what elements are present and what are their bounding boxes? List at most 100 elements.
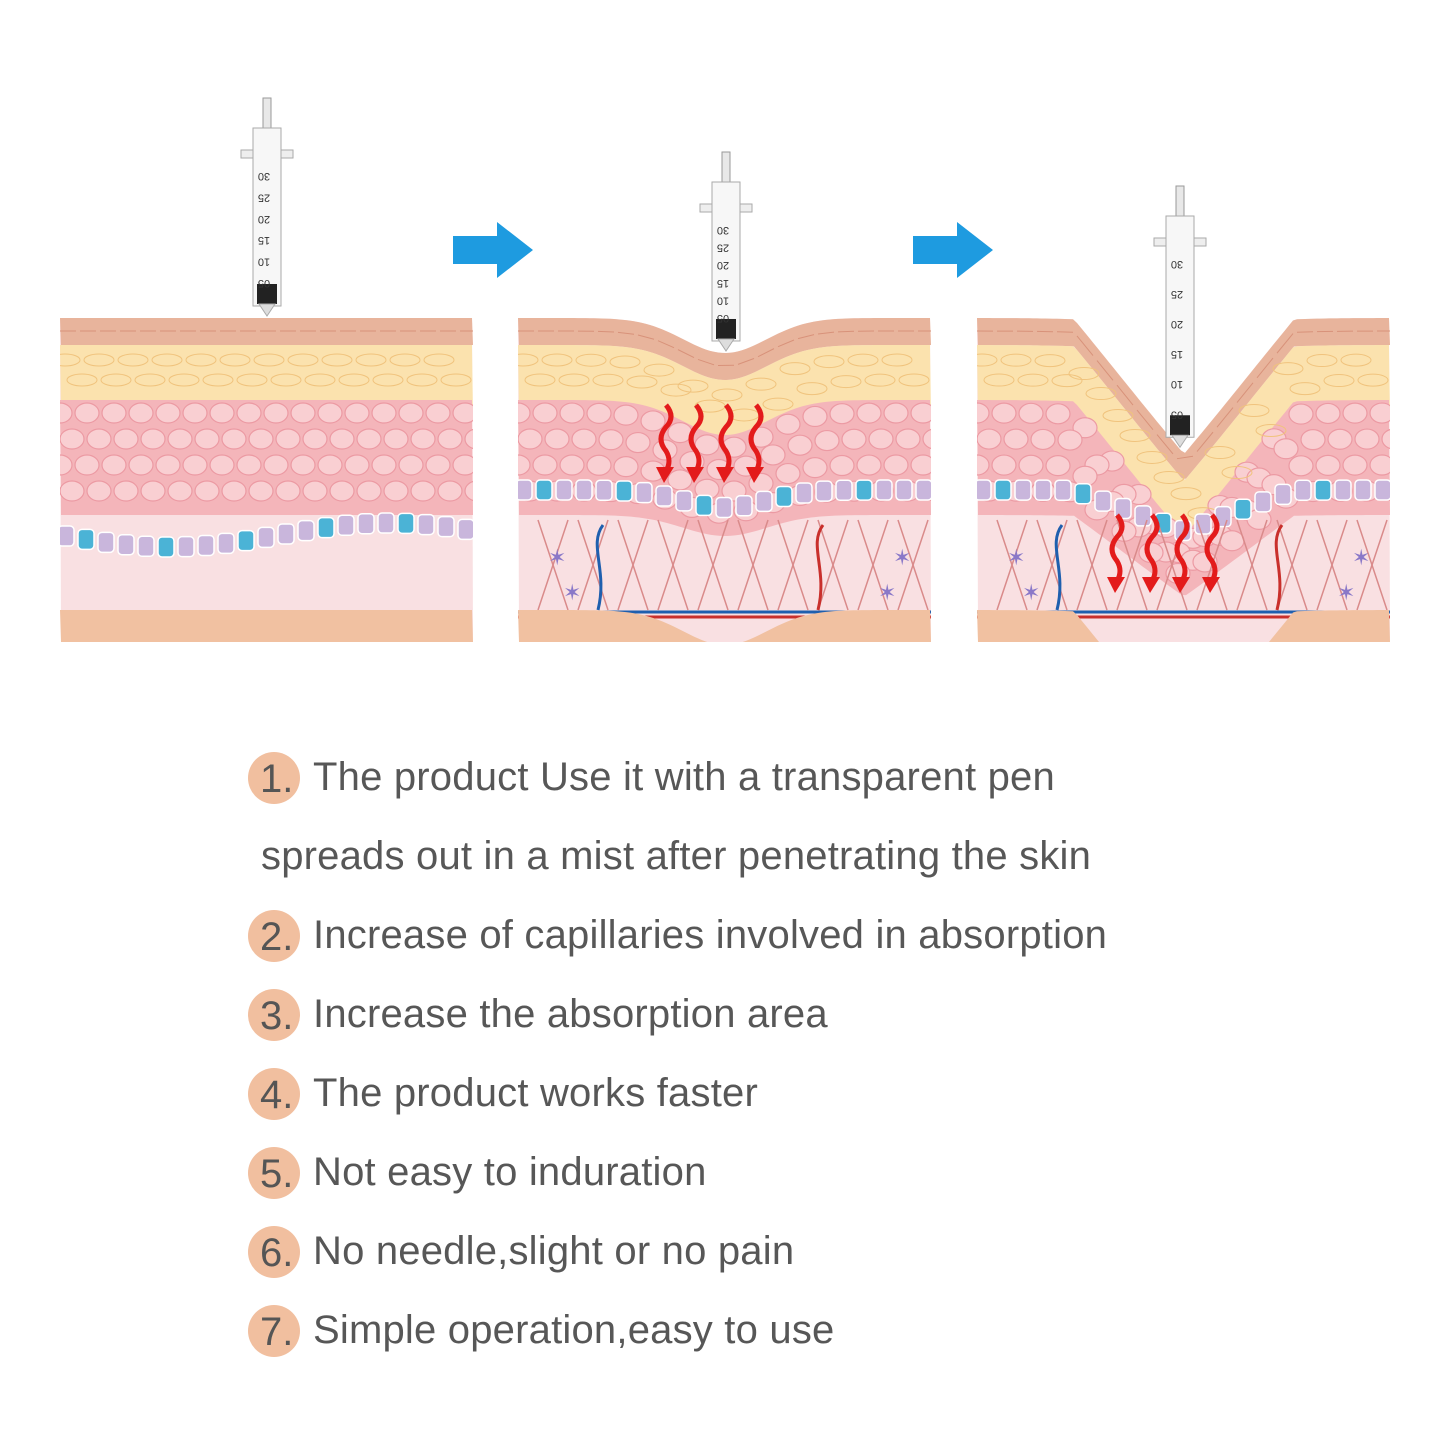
- step-text: spreads out in a mist after penetrating …: [261, 834, 1092, 878]
- step-text: Increase of capillaries involved in abso…: [313, 913, 1108, 957]
- number-badge: 2.: [248, 909, 300, 962]
- basal-cell: [895, 479, 913, 501]
- granular-cell: [1000, 353, 1032, 367]
- list-item: 6. No needle,slight or no pain: [248, 1212, 1107, 1291]
- brick-line: [677, 349, 695, 359]
- granular-cell: [626, 375, 658, 389]
- skin-cell: [74, 402, 100, 424]
- granular-cell: [1340, 353, 1372, 367]
- syringe-stopper: [1170, 415, 1190, 436]
- flow-arrowhead-icon: [656, 467, 674, 483]
- basal-cell: [1194, 513, 1212, 535]
- skin-cell: [1057, 429, 1083, 451]
- panel-layers: [60, 318, 473, 642]
- basal-cell: [177, 535, 195, 558]
- skin-cell: [1369, 454, 1390, 476]
- skin-cell: [1018, 454, 1044, 476]
- collagen-fiber: [657, 519, 689, 611]
- vein: [1054, 524, 1064, 611]
- granular-cell: [66, 373, 98, 387]
- brick-line: [1196, 431, 1214, 452]
- collagen-fiber: [777, 519, 809, 611]
- granular-cell: [321, 353, 353, 367]
- epidermis-top-layer: [977, 318, 1390, 479]
- skin-cell: [775, 462, 801, 485]
- basal-cell: [357, 512, 375, 535]
- brick-line: [637, 334, 655, 340]
- skin-cell: [518, 402, 531, 424]
- basal-cell: [795, 482, 813, 504]
- skin-cell: [356, 480, 382, 502]
- skin-cell: [60, 454, 73, 476]
- skin-cell: [1273, 438, 1299, 460]
- skin-cell: [856, 454, 882, 476]
- skin-cell: [167, 480, 193, 502]
- syringe-scale-label: 05: [258, 277, 270, 289]
- skin-cell: [814, 429, 840, 452]
- granular-cell: [134, 373, 166, 387]
- skin-cell: [1342, 402, 1368, 424]
- brick-line: [737, 358, 755, 365]
- syringe-stopper: [716, 318, 736, 339]
- skin-cell: [155, 454, 181, 476]
- skin-cell: [1315, 402, 1341, 425]
- skin-cell: [302, 480, 328, 502]
- basal-cell: [60, 525, 75, 547]
- syringe-tip: [258, 303, 276, 317]
- syringe-barrel: [1165, 215, 1195, 438]
- collagen-fiber: [1116, 519, 1148, 611]
- list-item: 7. Simple operation,easy to use: [248, 1291, 1107, 1370]
- syringe-tip: [717, 338, 735, 352]
- granular-cell: [898, 373, 930, 387]
- fibroblast-icon: ✶: [1337, 580, 1355, 605]
- syringe-scale-label: 30: [717, 224, 729, 236]
- syringe-scale-label: 20: [1171, 318, 1183, 330]
- flow-arrow: [718, 403, 734, 473]
- skin-cell: [1381, 428, 1390, 450]
- basal-cell: [755, 490, 773, 513]
- basal-cell: [595, 479, 613, 502]
- granular-cell: [100, 373, 132, 387]
- brick-line: [1256, 357, 1274, 379]
- skin-cell: [182, 402, 208, 424]
- fibroblast-icon: ✶: [548, 545, 566, 570]
- subcutis-layer: [977, 610, 1390, 642]
- fibroblast-icon: ✶: [1007, 545, 1025, 570]
- skin-cell: [802, 405, 828, 428]
- granular-cell: [1238, 404, 1270, 418]
- skin-cell: [398, 402, 424, 424]
- collagen-fiber: [817, 519, 849, 611]
- skin-cell: [544, 428, 570, 450]
- basal-cell: [1314, 479, 1332, 501]
- collagen-fiber: [857, 519, 889, 611]
- skin-cell: [248, 480, 274, 502]
- skin-cell: [559, 402, 585, 424]
- granular-cell: [1068, 367, 1100, 381]
- granular-cell: [1051, 374, 1083, 388]
- skin-cell: [221, 428, 247, 450]
- syringe-scale-label: 05: [717, 312, 729, 324]
- syringe-scale-label: 30: [1171, 258, 1183, 270]
- skin-cell: [787, 434, 813, 456]
- skin-cell: [302, 428, 328, 450]
- skin-cell: [275, 428, 301, 450]
- skin-cell: [518, 454, 531, 476]
- skin-cell: [317, 402, 343, 424]
- syringe-scale-label: 25: [1171, 288, 1183, 300]
- step-text: Increase the absorption area: [313, 992, 828, 1036]
- skin-cell: [221, 480, 247, 502]
- basal-cell: [875, 479, 893, 501]
- basal-cell: [855, 479, 873, 501]
- step-text: Simple operation,easy to use: [313, 1308, 835, 1352]
- step-number: 5.: [260, 1151, 294, 1196]
- skin-cell: [437, 428, 463, 450]
- basal-cell: [237, 529, 255, 552]
- basal-cell: [1354, 479, 1372, 501]
- skin-cell: [518, 428, 543, 450]
- flow-arrow: [748, 403, 764, 473]
- skin-cell: [275, 480, 301, 502]
- collagen-fiber: [737, 519, 769, 611]
- brick-line: [1136, 409, 1154, 430]
- flow-arrowhead-icon: [686, 467, 704, 483]
